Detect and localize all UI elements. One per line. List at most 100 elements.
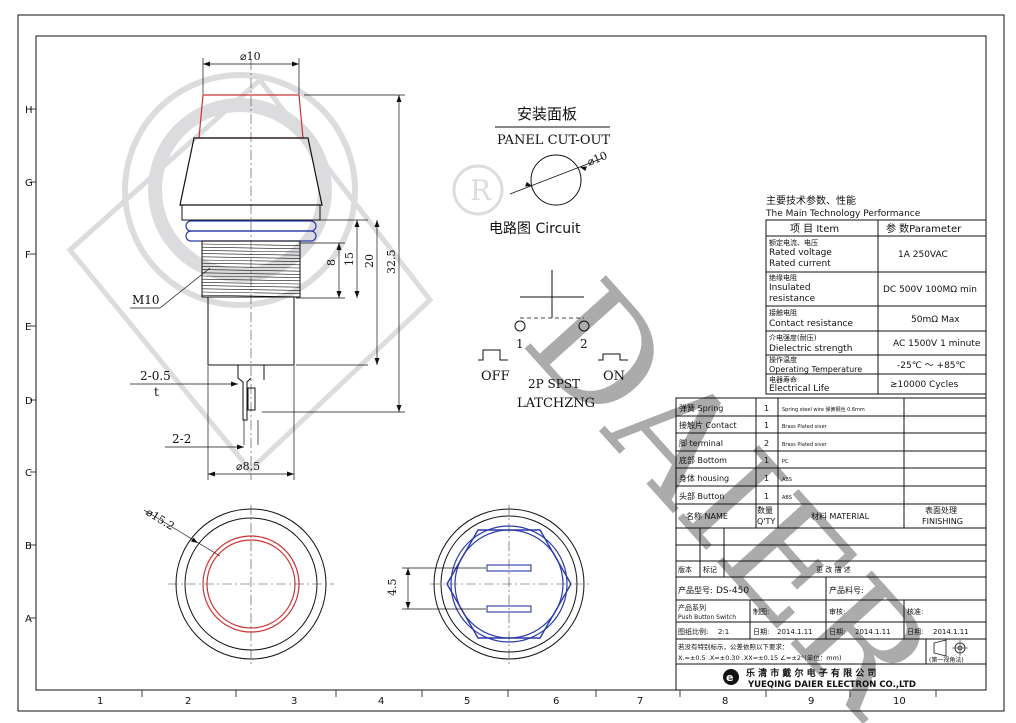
svg-text:R: R — [470, 174, 492, 207]
circuit-pin-1: 1 — [516, 337, 524, 351]
lower-body — [207, 296, 295, 366]
tb-date-label-1: 日期: — [753, 628, 769, 636]
bom-row2-name: 接触片 Contact — [679, 420, 737, 430]
tech-row1-en1: Rated voltage — [769, 248, 832, 258]
col-label-4: 4 — [378, 696, 384, 707]
terminal-left — [237, 365, 252, 421]
tb-product-no: DS-450 — [716, 586, 749, 596]
col-label-6: 6 — [553, 696, 559, 707]
bom-row6-name: 头部 Button — [679, 491, 724, 501]
bill-of-materials: 弹簧 Spring 1 Spring steel wire 弹簧钢丝 0.6mm… — [675, 397, 987, 529]
tech-row3-cn: 接触电阻 — [769, 308, 797, 317]
col-label-1: 1 — [97, 696, 103, 707]
tech-row6-cn: 电器寿命 — [769, 375, 797, 384]
bom-row1-qty: 1 — [764, 404, 769, 413]
tech-row3-value: 50mΩ Max — [911, 315, 960, 325]
circuit-latching: LATCHZNG — [517, 396, 595, 411]
tb-approve: 核准: — [907, 607, 923, 616]
pin-width: 2-2 — [172, 432, 191, 446]
bom-head-qty-cn: 数量 — [757, 505, 773, 515]
tb-scale-label: 图纸比例: — [678, 627, 708, 636]
tb-tolerance-values: X.=±0.5 .X=±0.30 .XX=±0.15 ∠=±2°(单位：mm) — [678, 653, 842, 662]
panel-title-en: PANEL CUT-OUT — [497, 133, 610, 148]
off-symbol — [478, 349, 508, 361]
bom-head-name: 名称 NAME — [686, 511, 728, 521]
top-view: ⌀15.2 — [143, 505, 334, 665]
tech-row2-en1: Insulated — [769, 283, 811, 293]
watermark-logo: R — [66, 72, 504, 474]
dim-bottom-diameter: ⌀8.5 — [236, 460, 260, 473]
title-block: 版本 标记 更 改 描 述 产品型号: DS-450 产品料号: 产品系列 Pu… — [675, 527, 987, 691]
tb-product-no-label: 产品型号: — [678, 585, 713, 595]
tb-mark: 标记 — [703, 565, 717, 574]
tb-drawn: 制图: — [753, 607, 769, 616]
panel-title-cn: 安装面板 — [517, 105, 577, 123]
col-label-10: 10 — [893, 696, 906, 707]
tech-title-cn: 主要技术参数、性能 — [766, 194, 856, 207]
circuit-type: 2P SPST — [528, 377, 580, 391]
dim-15: 15 — [343, 252, 356, 266]
tb-change: 更 改 描 述 — [816, 565, 851, 574]
tech-row5-en1: Operating Temperature — [769, 365, 862, 374]
tb-version: 版本 — [678, 565, 692, 574]
tb-angle-note: (第一视角法) — [929, 656, 964, 664]
col-label-2: 2 — [185, 696, 191, 707]
circuit-pin-2: 2 — [580, 337, 588, 351]
tech-row3-en1: Contact resistance — [769, 319, 853, 329]
bom-head-qty-en: Q'TY — [757, 517, 775, 526]
row-label-b: B — [25, 541, 32, 552]
row-label-d: D — [25, 396, 33, 407]
outer-border — [17, 14, 1005, 712]
row-label-a: A — [25, 614, 32, 625]
dim-8: 8 — [325, 259, 338, 266]
panel-hole — [530, 154, 582, 206]
tech-row1-cn: 额定电流、电压 — [769, 238, 818, 247]
tb-series: Push Button Switch — [678, 614, 736, 621]
circuit-diagram: 电路图 Circuit 1 2 OFF ON 2P SPST LATCHZNG — [478, 221, 628, 411]
tb-date-label-3: 日期: — [907, 628, 923, 636]
row-label-c: C — [25, 468, 32, 479]
bom-row3-name: 脚 terminal — [679, 438, 723, 448]
row-label-g: G — [25, 178, 33, 189]
dim-20: 20 — [363, 254, 376, 268]
dim-outer-diameter: ⌀15.2 — [143, 506, 176, 534]
tech-row5-cn: 操作温度 — [769, 355, 797, 364]
bom-row5-qty: 1 — [764, 474, 769, 483]
tb-material-no-label: 产品料号: — [829, 585, 864, 595]
tech-row5-value: -25℃ ～ +85℃ — [897, 361, 966, 371]
tb-company-en: YUEQING DAIER ELECTRON CO.,LTD — [747, 680, 916, 690]
tech-row2-en2: resistance — [769, 294, 816, 304]
bom-head-finish-cn: 表面处理 — [925, 505, 957, 515]
pin-thickness: 2-0.5 — [140, 369, 171, 383]
col-label-8: 8 — [722, 696, 728, 707]
bom-row4-qty: 1 — [764, 456, 769, 465]
side-view: ⌀10 8 15 20 32.5 M10 2-0.5 t 2-2 — [130, 50, 405, 480]
tech-row1-value: 1A 250VAC — [898, 250, 948, 260]
dim-32-5: 32.5 — [385, 250, 398, 275]
tech-row2-cn: 绝缘电阻 — [769, 273, 797, 282]
tb-date-1: 2014.1.11 — [777, 628, 813, 636]
bom-row6-qty: 1 — [764, 492, 769, 501]
tb-check: 审核: — [829, 607, 845, 616]
off-label: OFF — [481, 369, 510, 384]
tech-title-en: The Main Technology Performance — [765, 209, 921, 219]
col-label-9: 9 — [808, 696, 814, 707]
bom-row3-qty: 2 — [764, 439, 769, 448]
bom-row2-material: Brass Plated siver — [782, 424, 828, 430]
bom-row2-qty: 1 — [764, 421, 769, 430]
svg-text:e: e — [726, 671, 733, 684]
circuit-title: 电路图 Circuit — [489, 221, 581, 237]
pin-thickness-unit: t — [154, 385, 159, 399]
col-label-5: 5 — [464, 696, 470, 707]
row-label-h: H — [25, 105, 33, 116]
tb-date-label-2: 日期: — [829, 628, 845, 636]
tech-row4-cn: 介电强度(耐压) — [769, 333, 817, 342]
column-labels: 1 2 3 4 5 6 7 8 9 10 — [97, 696, 906, 707]
row-label-e: E — [25, 322, 31, 333]
col-label-7: 7 — [637, 696, 643, 707]
tech-row4-value: AC 1500V 1 minute — [893, 339, 981, 349]
tech-row1-en2: Rated current — [769, 259, 831, 269]
col-label-3: 3 — [291, 696, 297, 707]
bom-head-finish-en: FINISHING — [922, 517, 963, 526]
tech-parameters-table: 主要技术参数、性能 The Main Technology Performanc… — [765, 194, 987, 395]
